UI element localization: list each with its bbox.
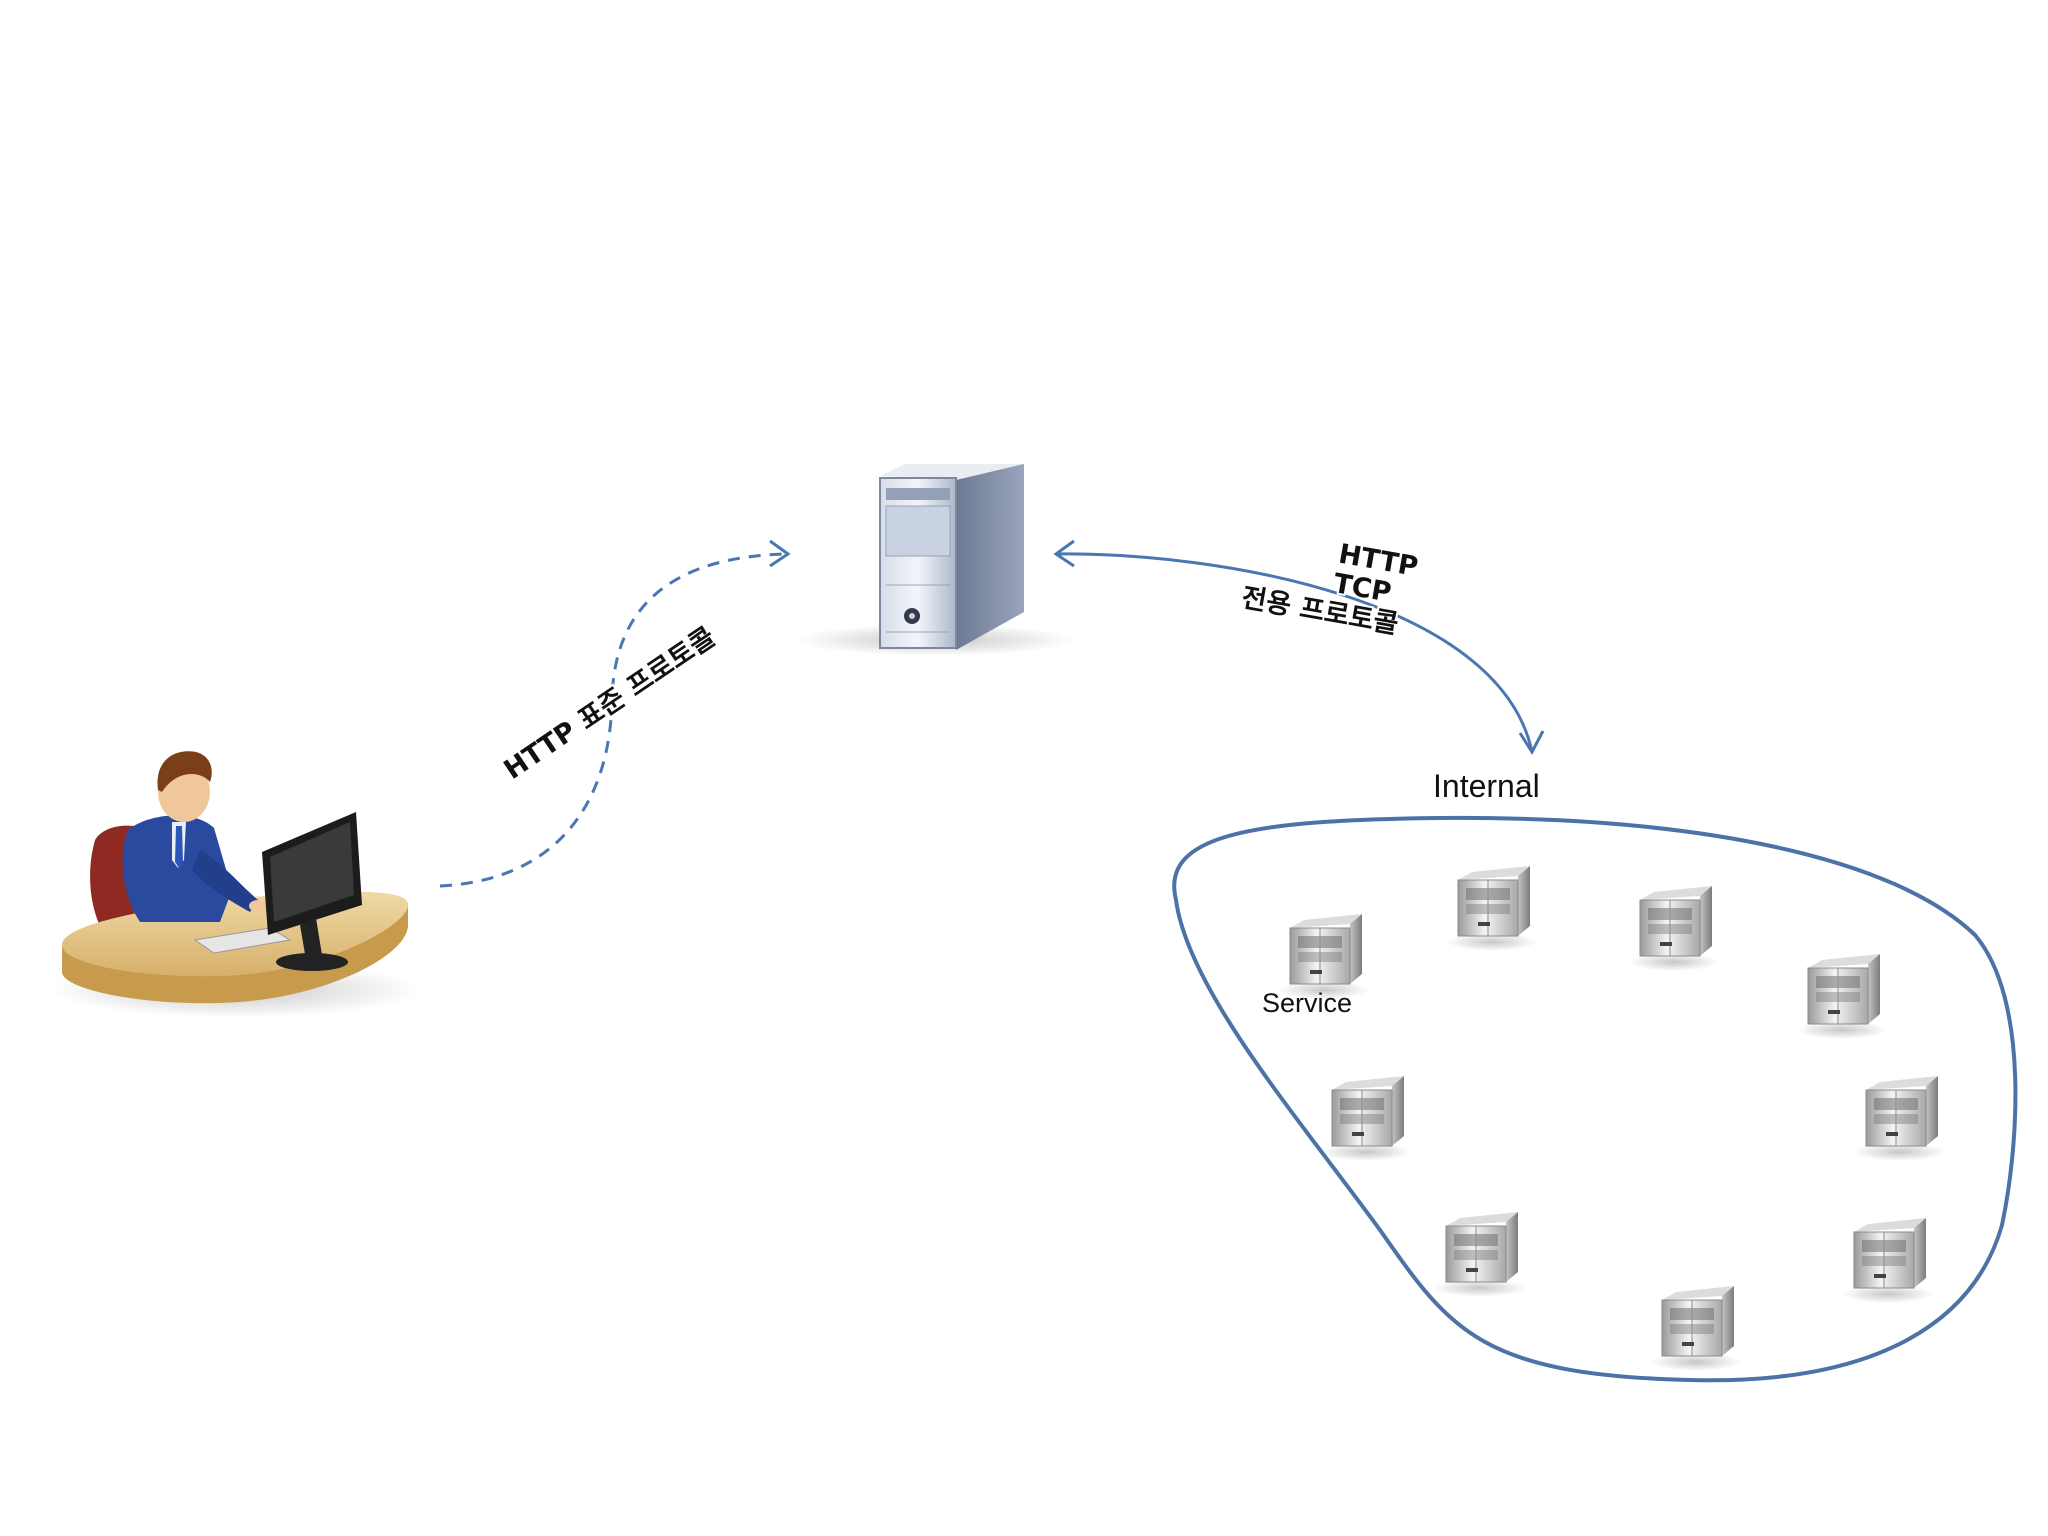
client-user-icon — [50, 751, 420, 1018]
client-gateway-link — [439, 552, 789, 888]
gateway-network-link — [1055, 552, 1534, 753]
service-server-icon — [1795, 953, 1889, 1040]
service-server-icon — [1277, 913, 1371, 1000]
service-label: Service — [1262, 988, 1352, 1018]
network-title: Internal — [1433, 768, 1540, 804]
service-server-icon — [1445, 865, 1539, 952]
service-server-icon — [1627, 885, 1721, 972]
network-link-arrowhead — [1518, 730, 1545, 756]
service-server-icon — [1433, 1211, 1527, 1298]
internal-network-boundary — [1172, 815, 2018, 1383]
service-server-icon — [1841, 1217, 1935, 1304]
gateway-link-arrowhead — [1053, 539, 1075, 568]
client-link-label: HTTP 표준 프로토콜 — [499, 622, 722, 786]
gateway-link-labels: HTTP TCP 전용 프로토콜 — [1237, 537, 1422, 643]
gateway-server-icon — [795, 464, 1075, 656]
client-link-arrowhead — [769, 539, 791, 568]
service-server-icon — [1853, 1075, 1947, 1162]
service-server-icon — [1649, 1285, 1743, 1372]
service-server-icon — [1319, 1075, 1413, 1162]
